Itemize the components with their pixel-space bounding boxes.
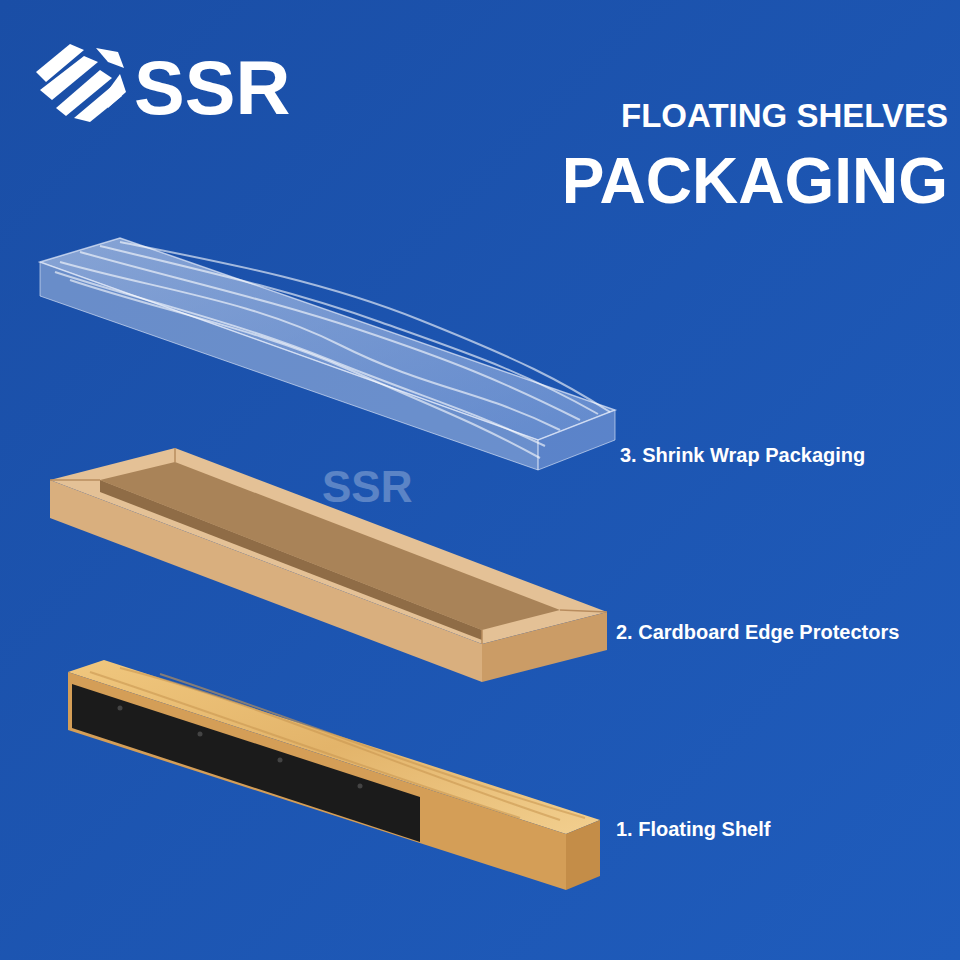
brand-logo-text: SSR: [134, 46, 290, 130]
title-heading: PACKAGING: [562, 146, 948, 216]
floating-shelf: [68, 660, 600, 890]
cardboard-frame: [50, 448, 607, 682]
shrink-wrap-sleeve: [40, 238, 615, 470]
title-line: FLOATING SHELVES: [621, 98, 948, 134]
logo-mark: [36, 44, 126, 122]
watermark: SSR: [322, 463, 412, 511]
callout-label: 3. Shrink Wrap Packaging: [620, 444, 865, 466]
callout-label: 1. Floating Shelf: [616, 818, 770, 840]
callout-label: 2. Cardboard Edge Protectors: [616, 621, 899, 643]
